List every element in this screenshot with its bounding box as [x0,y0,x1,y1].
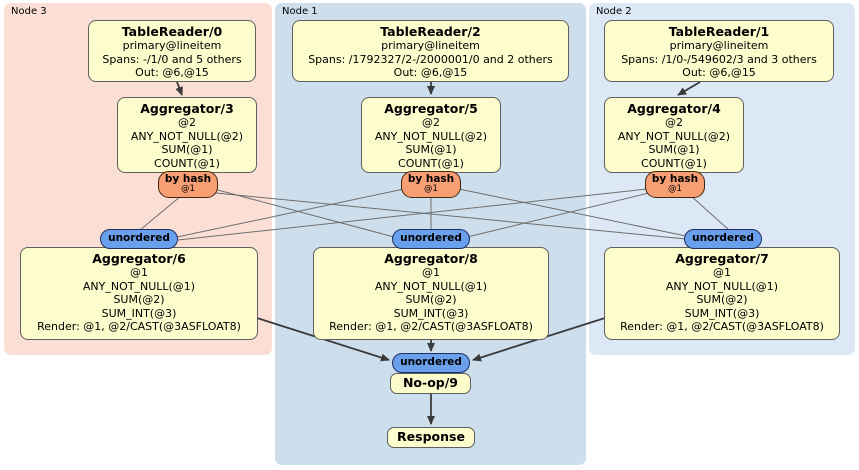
processor-detail: Spans: /1/0-/549602/3 and 3 others [621,52,817,66]
processor-title: Aggregator/6 [92,251,186,266]
stream-label: unordered [400,232,462,244]
processor-detail: SUM(@2) [113,293,165,306]
processor-title: Aggregator/4 [627,101,721,116]
router-by-hash-node3: by hash @1 [158,171,218,198]
processor-title: No-op/9 [402,375,459,390]
processor-detail: Out: @6,@15 [393,66,468,79]
router-columns: @1 [424,184,438,194]
edge-tablereader0-aggregator3 [175,81,183,96]
processor-detail: ANY_NOT_NULL(@2) [130,129,244,143]
processor-detail: SUM(@2) [696,293,748,306]
processor-detail: SUM_INT(@3) [101,306,177,320]
processor-aggregator-3: Aggregator/3 @2 ANY_NOT_NULL(@2) SUM(@1)… [117,97,257,173]
region-label-node-3: Node 3 [11,6,47,17]
router-columns: @1 [181,184,195,194]
processor-aggregator-5: Aggregator/5 @2 ANY_NOT_NULL(@2) SUM(@1)… [361,97,501,173]
processor-title: Aggregator/7 [675,251,769,266]
stream-unordered-final: unordered [392,353,470,373]
router-columns: @1 [668,184,682,194]
region-label-node-2: Node 2 [596,6,632,17]
stream-label: unordered [400,356,462,368]
edge-hash3-unordered2 [215,192,687,240]
processor-detail: Spans: /1792327/2-/2000001/0 and 2 other… [308,52,553,66]
processor-tablereader-2: TableReader/2 primary@lineitem Spans: /1… [292,20,569,82]
processor-detail: @1 [422,266,440,279]
processor-detail: ANY_NOT_NULL(@1) [82,279,196,293]
processor-detail: ANY_NOT_NULL(@1) [665,279,779,293]
processor-detail: ANY_NOT_NULL(@2) [617,129,731,143]
processor-detail: SUM(@1) [405,143,457,156]
processor-aggregator-6: Aggregator/6 @1 ANY_NOT_NULL(@1) SUM(@2)… [20,247,258,340]
processor-title: TableReader/1 [668,24,770,39]
processor-aggregator-7: Aggregator/7 @1 ANY_NOT_NULL(@1) SUM(@2)… [604,247,840,340]
stream-label: unordered [692,232,754,244]
stream-label: unordered [108,232,170,244]
stream-unordered-node2: unordered [684,229,762,249]
response-label: Response [397,429,465,444]
processor-title: Aggregator/8 [384,251,478,266]
processor-detail: Out: @6,@15 [135,66,209,79]
region-label-node-1: Node 1 [282,6,318,17]
processor-noop-9: No-op/9 [390,373,471,394]
processor-detail: primary@lineitem [669,39,769,52]
processor-detail: @2 [178,116,196,129]
processor-detail: SUM_INT(@3) [393,306,469,320]
edge-tablereader1-aggregator4 [677,81,701,96]
edge-hash2-unordered1 [466,192,650,238]
router-label: by hash [407,173,455,185]
processor-detail: Spans: -/1/0 and 5 others [102,52,242,66]
processor-detail: @2 [665,116,683,129]
processor-detail: Render: @1, @2/CAST(@3ASFLOAT8) [620,320,824,333]
router-label: by hash [651,173,699,185]
processor-detail: @1 [713,266,731,279]
processor-title: Aggregator/5 [384,101,478,116]
processor-detail: COUNT(@1) [641,156,707,170]
processor-detail: COUNT(@1) [154,156,220,170]
processor-detail: ANY_NOT_NULL(@2) [374,129,488,143]
router-by-hash-node1: by hash @1 [401,171,461,198]
processor-aggregator-4: Aggregator/4 @2 ANY_NOT_NULL(@2) SUM(@1)… [604,97,744,173]
processor-detail: Render: @1, @2/CAST(@3ASFLOAT8) [37,320,241,333]
router-stream-edges [139,188,730,241]
processor-detail: SUM(@1) [648,143,700,156]
processor-detail: SUM_INT(@3) [684,306,760,320]
processor-detail: @2 [422,116,440,129]
router-label: by hash [164,173,212,185]
edge-hash3-unordered3 [139,195,182,231]
edge-hash3-unordered1 [213,188,395,238]
processor-detail: SUM(@1) [161,143,213,156]
processor-detail: ANY_NOT_NULL(@1) [374,279,488,293]
processor-aggregator-8: Aggregator/8 @1 ANY_NOT_NULL(@1) SUM(@2)… [313,247,549,340]
processor-detail: @1 [130,266,148,279]
processor-detail: COUNT(@1) [398,156,464,170]
processor-detail: Render: @1, @2/CAST(@3ASFLOAT8) [329,320,533,333]
processor-detail: SUM(@2) [405,293,457,306]
router-by-hash-node2: by hash @1 [645,171,705,198]
edge-hash1-unordered2 [458,188,687,237]
stream-unordered-node3: unordered [100,229,178,249]
processor-tablereader-1: TableReader/1 primary@lineitem Spans: /1… [604,20,834,82]
processor-title: Aggregator/3 [140,101,234,116]
edge-hash2-unordered3 [177,188,648,241]
processor-detail: primary@lineitem [122,39,222,52]
stream-unordered-node1: unordered [392,229,470,249]
processor-tablereader-0: TableReader/0 primary@lineitem Spans: -/… [88,20,256,82]
edge-hash1-unordered3 [176,188,405,238]
processor-detail: primary@lineitem [381,39,480,52]
processor-title: TableReader/2 [380,24,481,39]
edge-hash2-unordered2 [690,195,730,231]
processor-title: TableReader/0 [121,24,223,39]
response-node: Response [387,427,475,448]
processor-detail: Out: @6,@15 [682,66,756,79]
